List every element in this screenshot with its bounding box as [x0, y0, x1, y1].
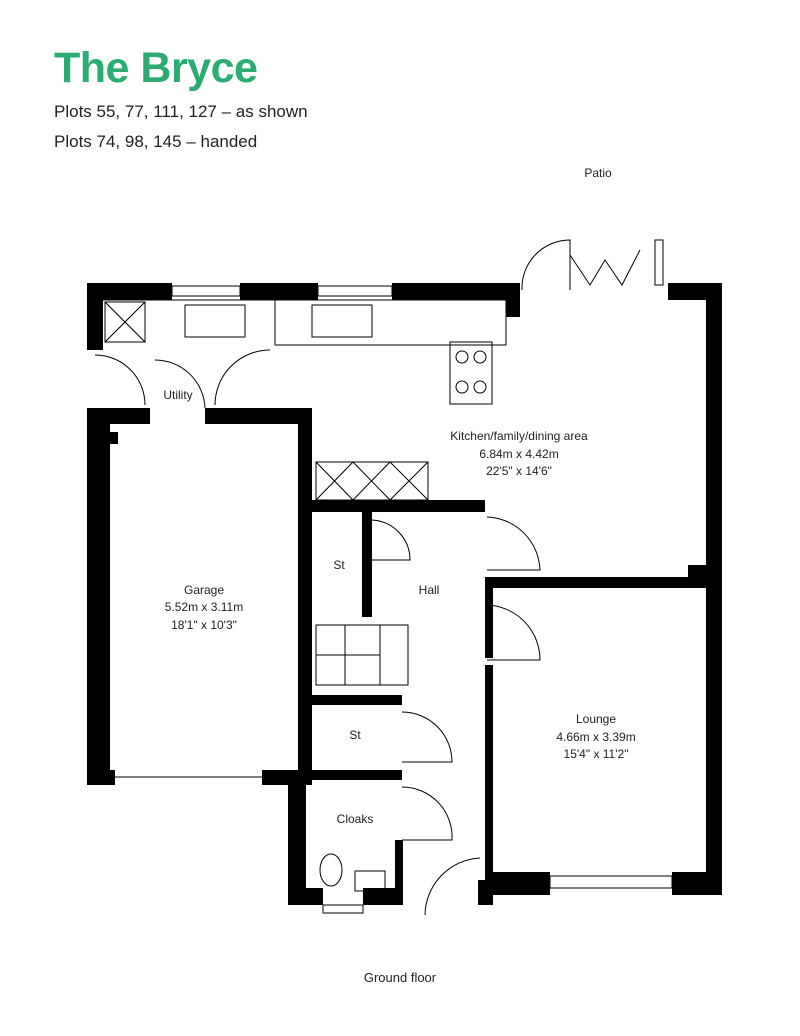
cloaks-label: Cloaks — [337, 812, 374, 826]
garage-imperial: 18'1" x 10'3" — [171, 618, 237, 632]
walls — [87, 283, 722, 905]
kitchen-imperial: 22'5" x 14'6" — [486, 464, 552, 478]
patio-label: Patio — [584, 166, 612, 180]
store-label-2: St — [349, 728, 361, 742]
plots-as-shown: Plots 55, 77, 111, 127 – as shown — [54, 102, 308, 121]
utility-label: Utility — [163, 388, 192, 402]
kitchen-metric: 6.84m x 4.42m — [479, 447, 558, 461]
floor-label: Ground floor — [364, 970, 437, 985]
fixtures — [94, 239, 673, 916]
lounge-imperial: 15'4" x 11'2" — [564, 747, 629, 761]
plots-handed: Plots 74, 98, 145 – handed — [54, 132, 258, 151]
lounge-metric: 4.66m x 3.39m — [556, 730, 635, 744]
lounge-name: Lounge — [576, 712, 616, 726]
store-label: St — [333, 558, 345, 572]
kitchen-name: Kitchen/family/dining area — [450, 429, 588, 443]
garage-name: Garage — [184, 583, 224, 597]
garage-metric: 5.52m x 3.11m — [165, 600, 243, 614]
hall-label: Hall — [419, 583, 440, 597]
page-title: The Bryce — [54, 44, 258, 92]
